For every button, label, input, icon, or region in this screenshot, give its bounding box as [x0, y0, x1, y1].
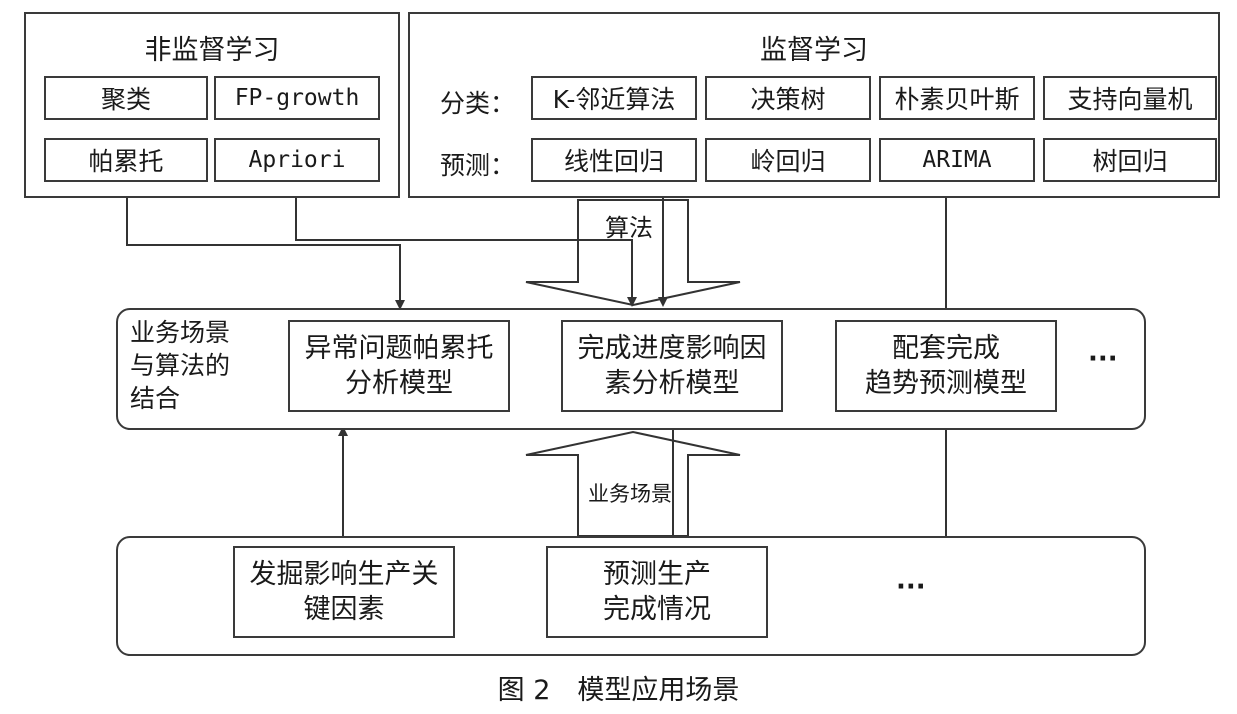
production-prediction-scenario: 预测生产 完成情况 [546, 546, 768, 638]
supervised-title: 监督学习 [760, 35, 868, 66]
model-line: 配套完成 [892, 332, 1000, 364]
model-line: 异常问题帕累托 [304, 332, 494, 364]
combination-label-line: 结合 [130, 384, 181, 413]
key-factor-scenario: 发掘影响生产关 键因素 [233, 546, 455, 638]
scenario-line: 完成情况 [603, 594, 711, 625]
decision-tree-cell: 决策树 [705, 76, 871, 120]
pareto-cell: 帕累托 [44, 138, 208, 182]
scenario-ellipsis: ··· [896, 572, 926, 602]
fp-growth-cell: FP-growth [214, 76, 380, 120]
combination-label-line: 与算法的 [130, 351, 231, 380]
figure-caption: 图 2 模型应用场景 [497, 675, 740, 706]
ridge-regression-cell: 岭回归 [705, 138, 871, 182]
linear-regression-cell: 线性回归 [531, 138, 697, 182]
unsupervised-title: 非监督学习 [144, 35, 280, 66]
scenario-line: 预测生产 [603, 558, 711, 590]
combination-ellipsis: ··· [1088, 344, 1118, 374]
trend-prediction-model: 配套完成 趋势预测模型 [835, 320, 1057, 412]
arima-cell: ARIMA [879, 138, 1035, 182]
scenario-line: 发掘影响生产关 [249, 558, 439, 590]
knn-cell: K-邻近算法 [531, 76, 697, 120]
tree-regression-cell: 树回归 [1043, 138, 1217, 182]
apriori-connector [295, 183, 637, 307]
apriori-cell: Apriori [214, 138, 380, 182]
model-line: 素分析模型 [604, 368, 740, 399]
clustering-cell: 聚类 [44, 76, 208, 120]
scenario-arrow-label: 业务场景 [588, 482, 672, 506]
prediction-label: 预测： [440, 151, 516, 180]
model-line: 完成进度影响因 [577, 332, 767, 364]
algorithm-arrow-label: 算法 [605, 214, 653, 242]
svm-cell: 支持向量机 [1043, 76, 1217, 120]
pareto-analysis-model: 异常问题帕累托 分析模型 [288, 320, 510, 412]
classification-label: 分类： [440, 89, 516, 118]
combination-label-line: 业务场景 [130, 318, 231, 347]
combination-label: 业务场景 与算法的 结合 [130, 316, 230, 415]
model-line: 分析模型 [345, 368, 453, 399]
naive-bayes-cell: 朴素贝叶斯 [879, 76, 1035, 120]
pareto-connector [126, 183, 405, 310]
progress-factor-model: 完成进度影响因 素分析模型 [561, 320, 783, 412]
scenario-line: 键因素 [303, 594, 385, 625]
model-line: 趋势预测模型 [865, 368, 1027, 399]
